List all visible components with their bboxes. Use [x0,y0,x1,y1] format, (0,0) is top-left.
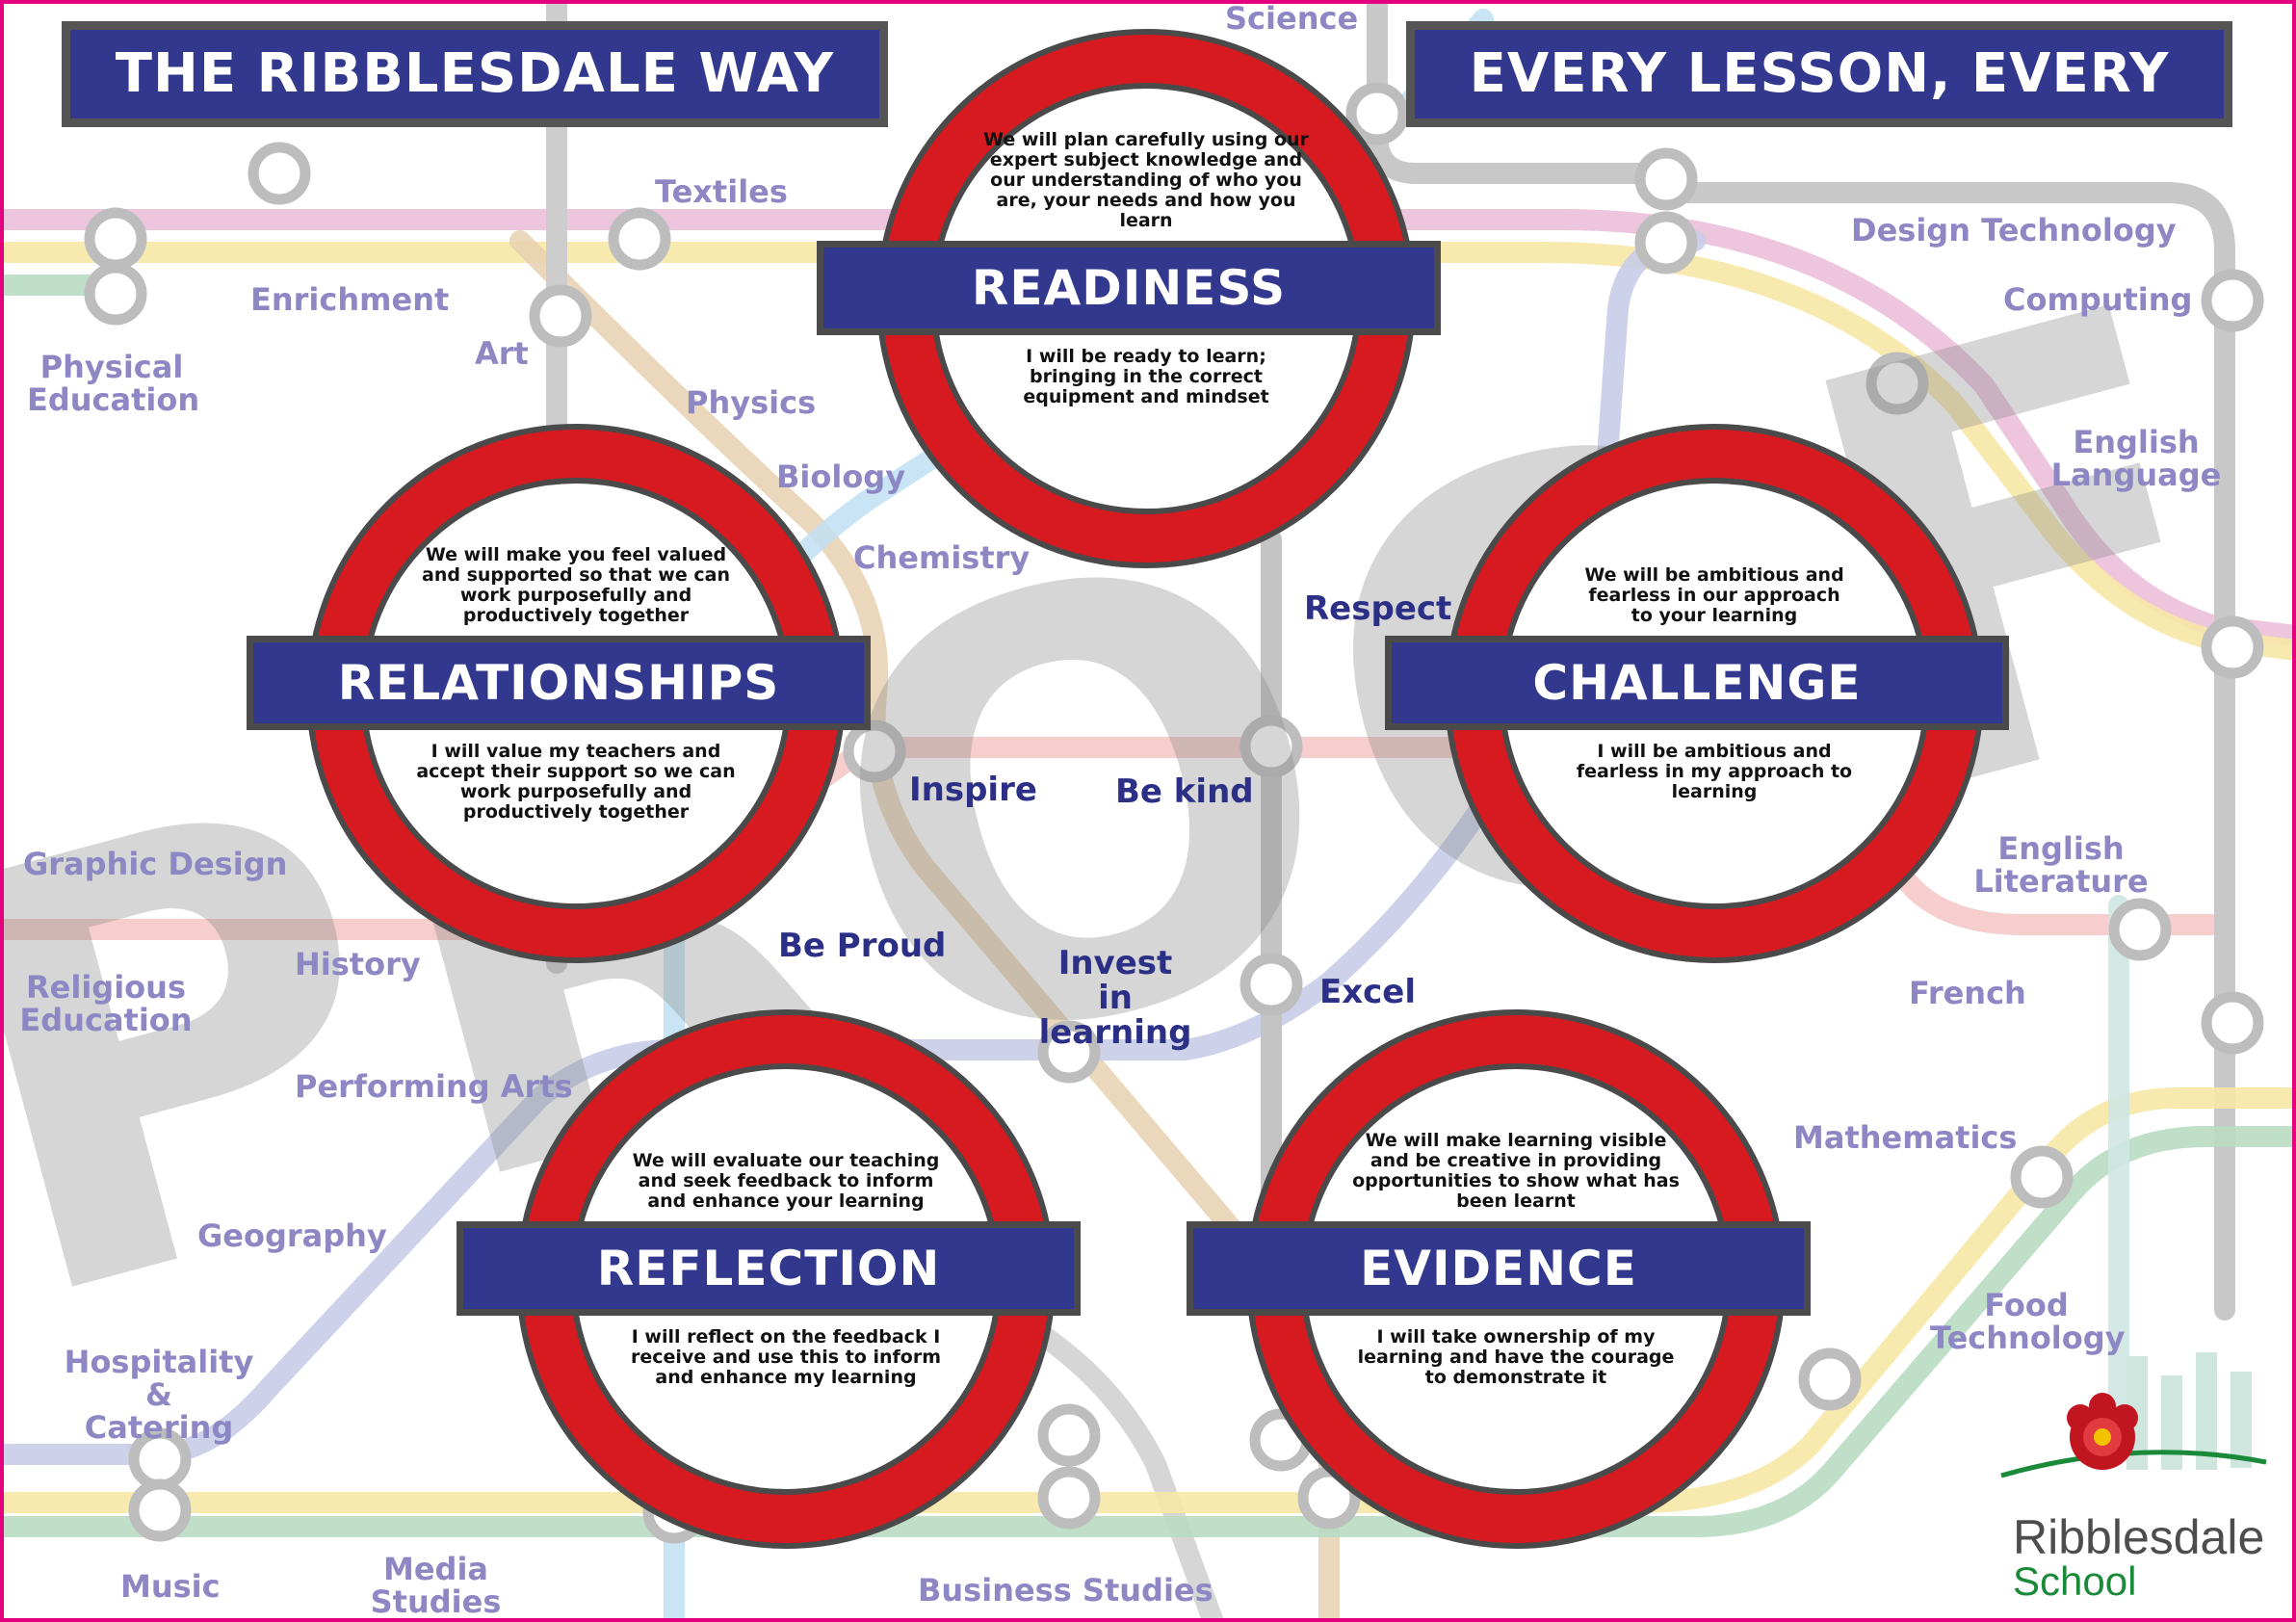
station-music: Music [120,1568,221,1605]
value-invest-in-learning: Invest in learning [1038,944,1192,1052]
value-excel: Excel [1319,973,1417,1011]
interchange-station [2201,615,2264,679]
roundel-evidence: We will make learning visible and be cre… [1187,1009,1811,1549]
interchange-station [2201,991,2264,1055]
interchange-station [843,719,906,783]
interchange-station [1037,1403,1101,1467]
station-textiles: Textiles [655,173,788,210]
student-pledge: I will value my teachers and accept thei… [416,741,736,823]
station-mathematics: Mathematics [1793,1119,2018,1156]
interchange-station [2010,1145,2074,1209]
station-food-technology: Food Technology [1930,1287,2126,1356]
station-computing: Computing [2003,281,2193,318]
title-banner-right: EVERY LESSON, EVERY DAY [1406,21,2232,194]
interchange-station [1634,147,1698,211]
station-history: History [295,946,421,982]
teacher-promise: We will make learning visible and be cre… [1352,1130,1680,1212]
station-design-technology: Design Technology [1851,212,2177,249]
station-chemistry: Chemistry [853,539,1031,576]
station-performing-arts: Performing Arts [295,1068,573,1105]
interchange-station [248,142,311,205]
interchange-station [1239,715,1303,778]
station-graphic-design: Graphic Design [23,846,288,882]
school-logo: Ribblesdale School [1992,1348,2271,1609]
station-french: French [1909,975,2026,1011]
interchange-station [1345,82,1409,145]
line-green-bottom [0,1126,2296,1537]
interchange-station [608,207,671,271]
title-banner-left: THE RIBBLESDALE WAY [62,21,888,127]
roundel-relationships: We will make you feel valued and support… [247,424,871,963]
interchange-station [84,207,147,271]
logo-school-sub: School [2013,1558,2137,1604]
interchange-station [128,1478,192,1542]
station-enrichment: Enrichment [250,281,450,318]
station-art: Art [475,335,529,372]
interchange-station [1798,1347,1862,1411]
station-science: Science [1225,0,1359,37]
interchange-station [1037,1466,1101,1530]
interchange-station [529,284,592,348]
logo-graphic [2000,1352,2267,1478]
interchange-station [1866,352,1929,415]
roundel-reflection: We will evaluate our teaching and seek f… [457,1009,1081,1549]
roundel-challenge: We will be ambitious and fearless in our… [1385,424,2009,963]
teacher-promise: We will be ambitious and fearless in our… [1584,564,1844,626]
roundel-title: CHALLENGE [1385,636,2009,730]
station-physical-education: Physical Education [27,349,200,418]
teacher-promise: We will plan carefully using our expert … [983,129,1309,231]
roundel-readiness: We will plan carefully using our expert … [817,29,1441,568]
interchange-station [1037,1020,1101,1084]
station-hospitality-catering: Hospitality & Catering [64,1344,254,1446]
station-english-literature: English Literature [1973,830,2149,900]
interchange-station [2201,269,2264,332]
teacher-promise: We will evaluate our teaching and seek f… [632,1150,940,1212]
station-geography: Geography [197,1217,387,1254]
station-religious-education: Religious Education [19,969,193,1038]
student-pledge: I will take ownership of my learning and… [1357,1326,1675,1388]
station-media-studies: Media Studies [370,1551,502,1620]
roundel-title: RELATIONSHIPS [247,636,871,730]
interchange-station [2108,898,2172,961]
student-pledge: I will reflect on the feedback I receive… [630,1326,942,1388]
value-inspire: Inspire [909,771,1037,809]
interchange-station [1239,953,1303,1016]
student-pledge: I will be ready to learn; bringing in th… [1023,346,1269,407]
student-pledge: I will be ambitious and fearless in my a… [1576,741,1853,802]
value-be-proud: Be Proud [778,927,947,965]
rose-icon [2067,1393,2138,1470]
station-english-language: English Language [2050,424,2222,493]
roundel-title: READINESS [817,241,1441,335]
teacher-promise: We will make you feel valued and support… [422,544,730,626]
value-be-kind: Be kind [1115,772,1254,811]
line-grey-top [1367,0,2235,1321]
roundel-title: EVIDENCE [1187,1221,1811,1316]
interchange-station [84,262,147,326]
logo-school-name: Ribblesdale [2013,1510,2265,1564]
interchange-station [1634,211,1698,275]
line-yellow-bottom [0,1087,2296,1513]
value-respect: Respect [1304,589,1452,628]
station-biology: Biology [776,458,906,495]
station-business-studies: Business Studies [918,1572,1213,1609]
station-physics: Physics [686,384,817,421]
roundel-title: REFLECTION [457,1221,1081,1316]
